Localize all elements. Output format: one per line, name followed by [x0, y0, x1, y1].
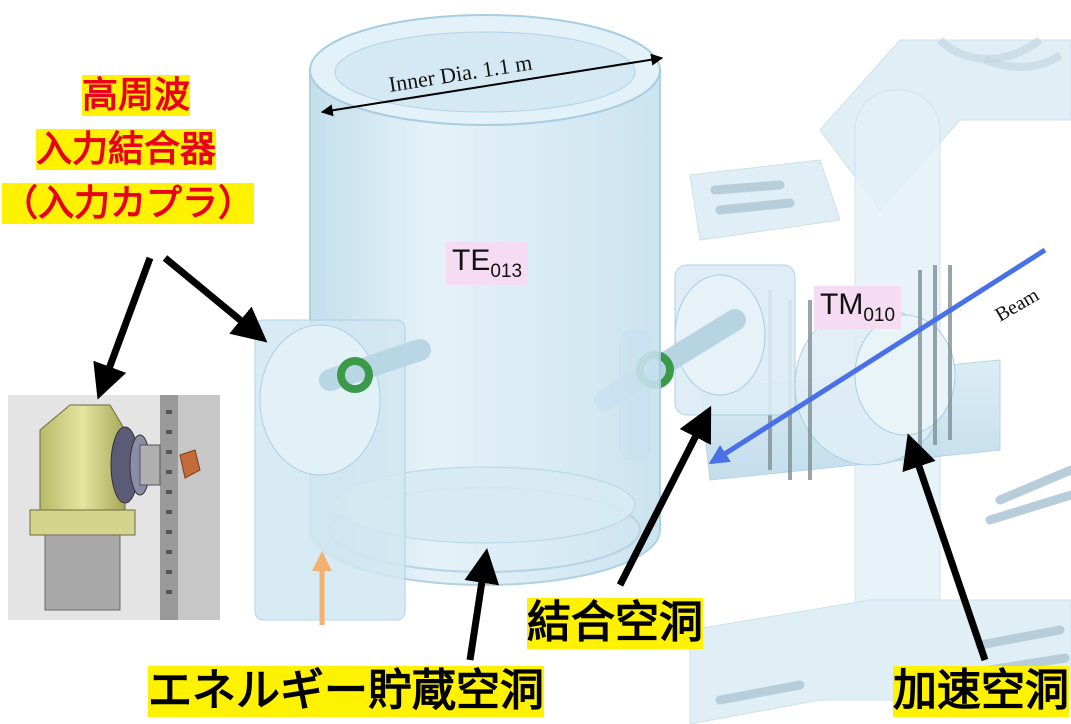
pointer-arrows — [93, 255, 989, 662]
beam-label: Beam — [992, 284, 1044, 327]
rf-coupler-line1: 高周波 — [82, 75, 191, 117]
tm-mode-label: TM010 — [814, 286, 902, 329]
rf-coupler-line2: 入力結合器 — [36, 129, 217, 171]
rf-coupler-line3: （入力カプラ） — [2, 183, 255, 225]
double-arrow — [320, 53, 664, 117]
energy-storage-cavity-label: エネルギー貯蔵空洞 — [148, 665, 544, 717]
input-waveguide-shape — [254, 319, 431, 621]
accelerating-cavity-label: 加速空洞 — [893, 665, 1069, 717]
beam-arrow — [708, 247, 1047, 465]
te-mode-label: TE013 — [446, 242, 529, 285]
rf-coupler-render — [8, 395, 220, 620]
coupling-cavity-label: 結合空洞 — [527, 597, 703, 649]
